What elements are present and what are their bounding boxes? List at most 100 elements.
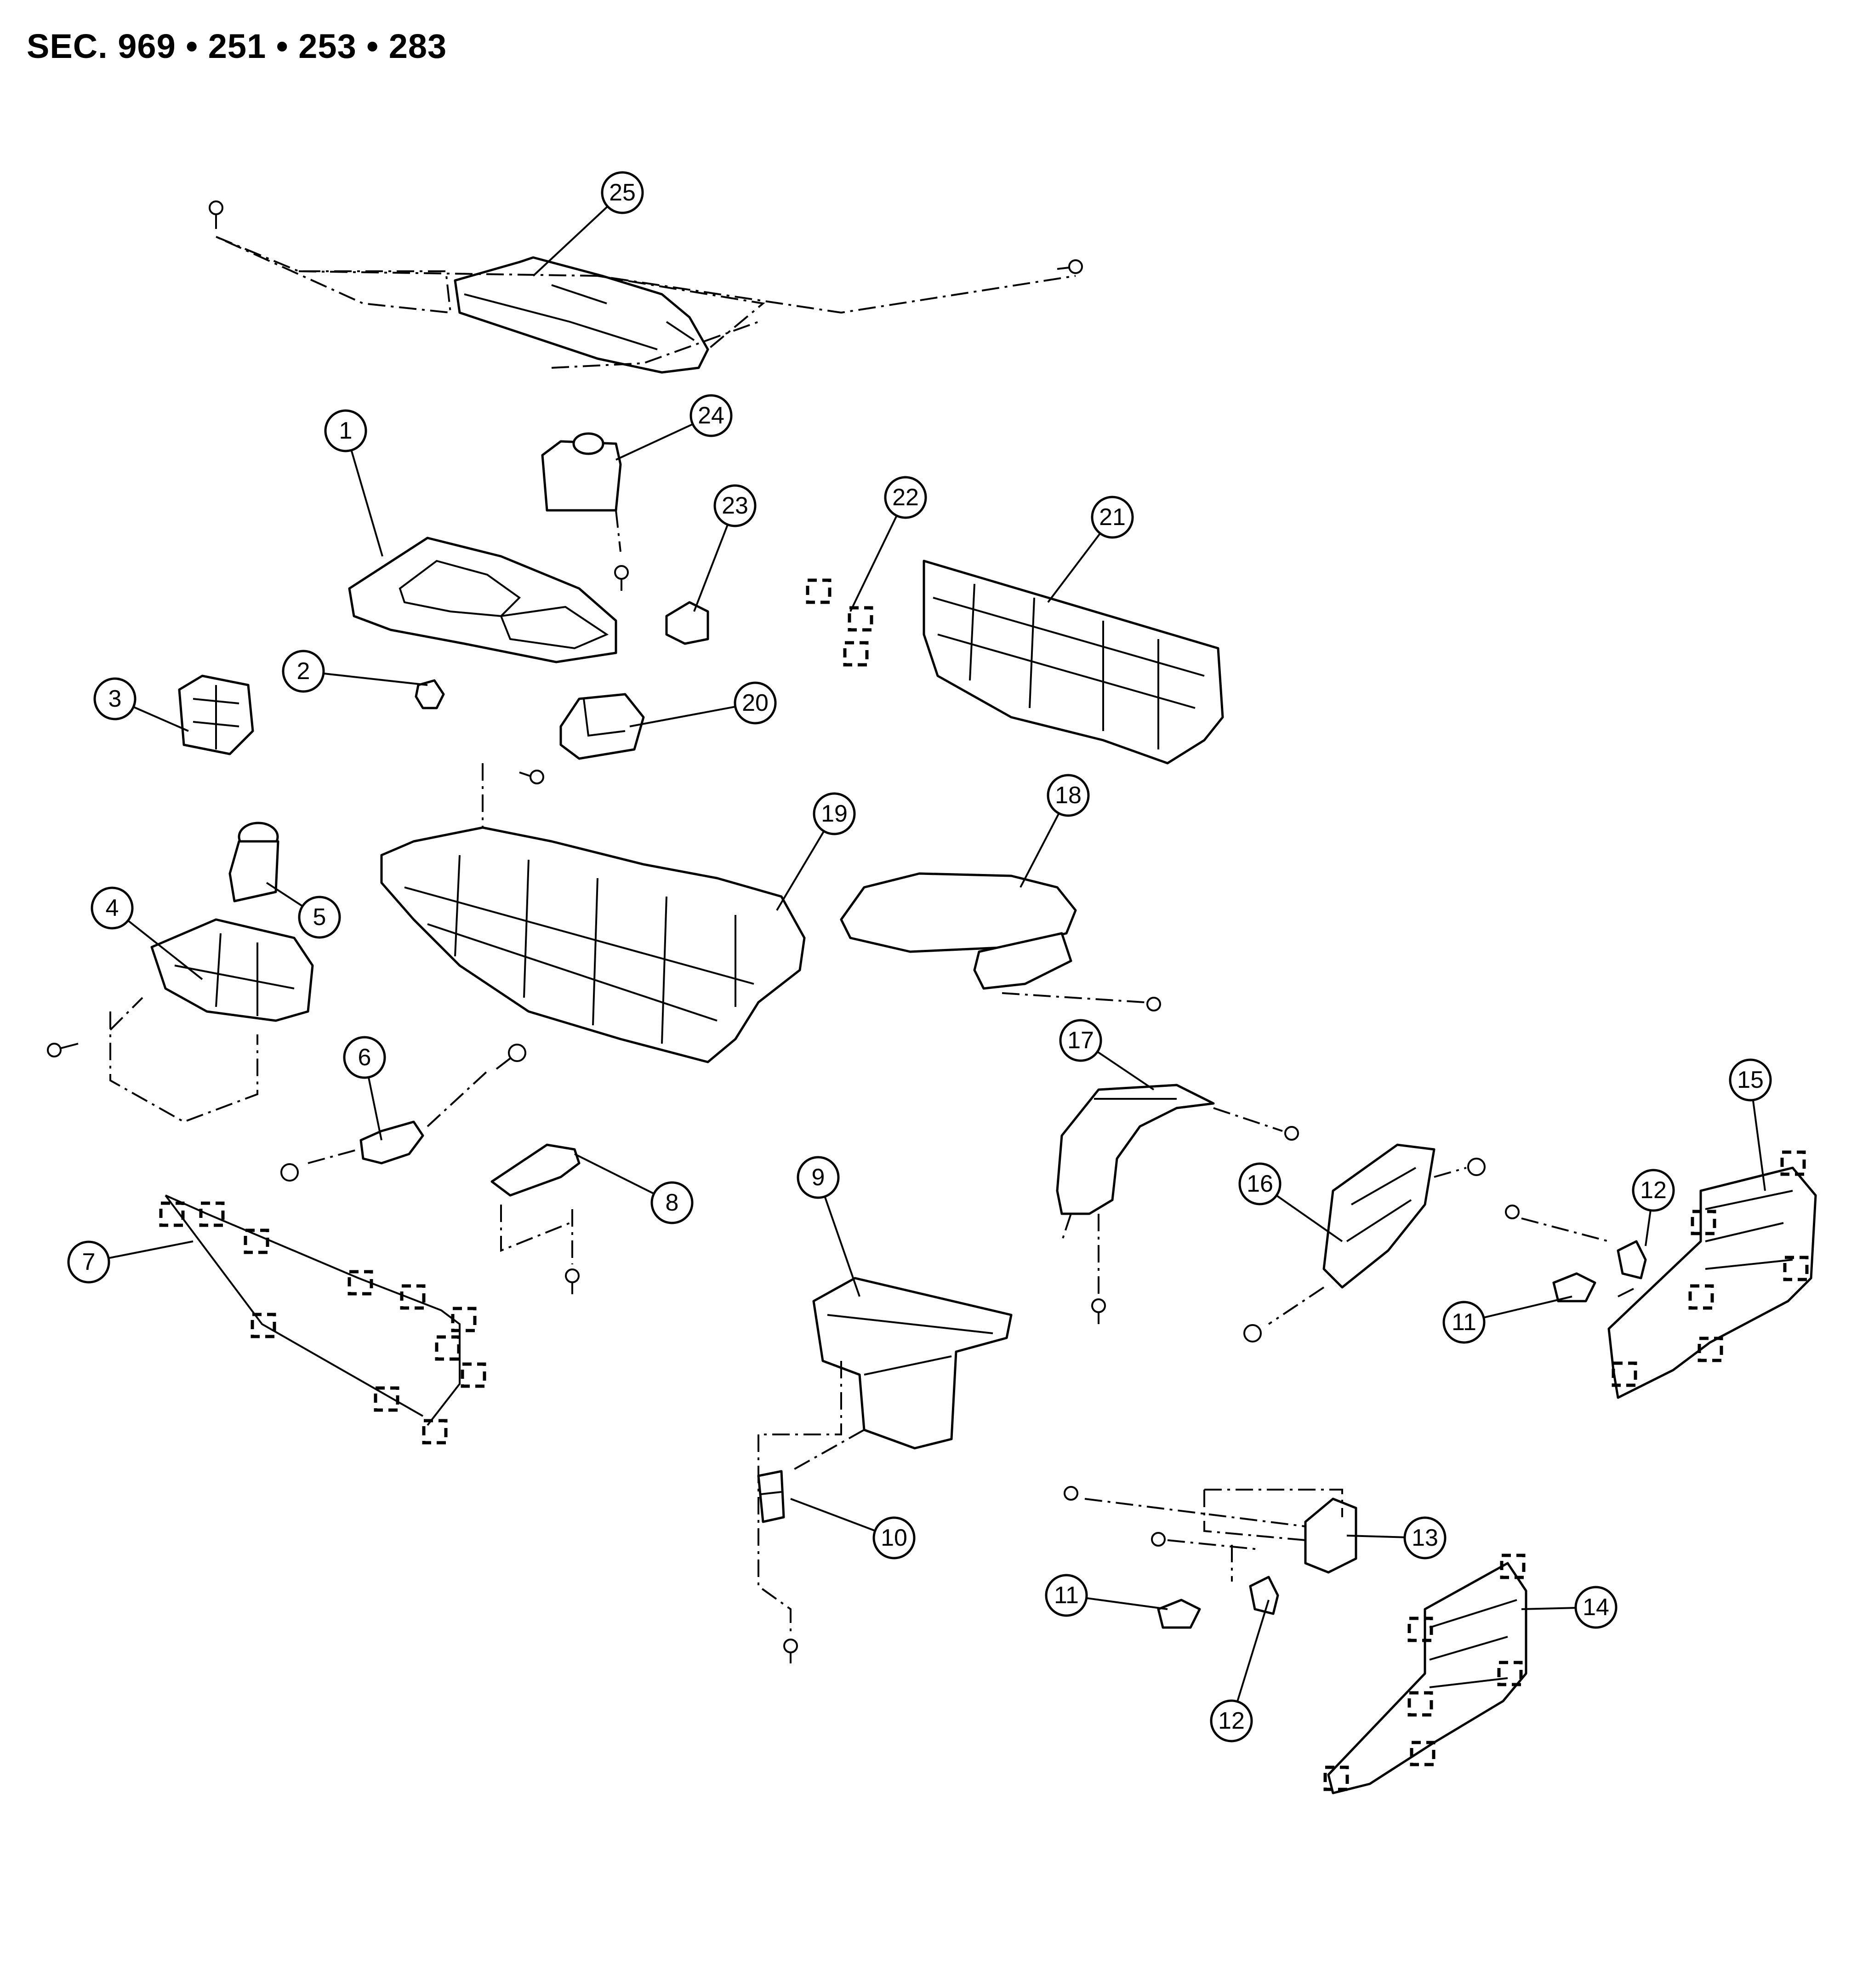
- callout-c4: 4: [91, 886, 134, 930]
- callout-c7: 7: [67, 1240, 110, 1284]
- part-20-switch: [559, 693, 645, 760]
- callout-circle: [1059, 1019, 1102, 1062]
- callout-circle: [1210, 1699, 1253, 1742]
- part-25-finisher: [216, 236, 1076, 374]
- screw-13-mid: [1151, 1532, 1166, 1547]
- part-12-clip-lower: [1231, 1545, 1279, 1615]
- part-9-storage-box: [758, 1277, 1013, 1637]
- callout-number: 15: [1737, 1067, 1764, 1093]
- part-23-bracket: [665, 601, 709, 645]
- part-3-switch-block: [178, 674, 254, 755]
- leader-line-c2: [323, 672, 428, 686]
- part-24-switch: [541, 432, 622, 552]
- callout-c9: 9: [797, 1156, 840, 1199]
- callout-number: 10: [881, 1525, 907, 1551]
- leader-line-c7: [108, 1240, 194, 1259]
- part-6-bracket: [308, 1070, 488, 1165]
- callout-circle: [343, 1036, 386, 1079]
- callout-number: 16: [1247, 1171, 1273, 1197]
- callout-number: 14: [1583, 1594, 1609, 1621]
- callout-c11b: 11: [1045, 1574, 1088, 1617]
- callout-number: 11: [1452, 1309, 1476, 1336]
- callout-c12a: 12: [1632, 1169, 1675, 1212]
- callout-number: 12: [1218, 1708, 1245, 1734]
- leader-line-c5: [266, 882, 303, 907]
- callout-circle: [298, 896, 341, 939]
- callout-number: 4: [106, 895, 119, 921]
- leader-line-c1: [350, 450, 383, 557]
- screw-4: [47, 1043, 79, 1057]
- section-title: SEC. 969 • 251 • 253 • 283: [27, 27, 447, 65]
- callout-c18: 18: [1047, 774, 1090, 817]
- callout-number: 5: [313, 904, 326, 931]
- callout-number: 23: [722, 492, 748, 519]
- part-12-clip-upper: [1617, 1240, 1647, 1280]
- leader-line-c18: [1020, 813, 1060, 888]
- part-8-bracket: [490, 1143, 581, 1264]
- callout-c11a: 11: [1442, 1301, 1486, 1344]
- callout-c17: 17: [1059, 1019, 1102, 1062]
- callout-circle: [1574, 1586, 1618, 1629]
- part-13-blower: [1084, 1489, 1357, 1574]
- leader-line-c12a: [1645, 1210, 1652, 1246]
- part-5-knob: [228, 822, 279, 903]
- part-17-duct: [1056, 1084, 1283, 1297]
- callout-number: 13: [1412, 1525, 1438, 1551]
- leader-line-c14: [1521, 1607, 1576, 1610]
- screw-25-left: [209, 200, 223, 229]
- screw-24: [614, 565, 629, 591]
- callout-number: 1: [339, 417, 353, 444]
- part-22-clips: [806, 578, 873, 667]
- leader-line-c8: [574, 1153, 655, 1195]
- part-11-clip-upper: [1552, 1272, 1596, 1302]
- leader-line-c11a: [1483, 1296, 1572, 1319]
- callout-circle: [1403, 1516, 1447, 1560]
- leader-line-c12b: [1236, 1600, 1270, 1702]
- callout-number: 12: [1640, 1177, 1667, 1204]
- callout-c19: 19: [813, 792, 856, 835]
- callout-number: 3: [108, 686, 122, 712]
- leader-line-c15: [1752, 1100, 1766, 1191]
- callout-circle: [650, 1181, 694, 1224]
- callout-c16: 16: [1238, 1162, 1282, 1205]
- part-11-clip-lower: [1157, 1599, 1201, 1629]
- part-18-armrest: [840, 872, 1145, 1003]
- callout-c8: 8: [650, 1181, 694, 1224]
- screw-16-bottom: [1243, 1324, 1262, 1342]
- callout-number: 17: [1067, 1027, 1094, 1054]
- screw-15: [1505, 1205, 1520, 1219]
- callout-circle: [67, 1240, 110, 1284]
- screw-6-left: [280, 1163, 299, 1182]
- leader-line-c25: [532, 206, 609, 277]
- part-10-bracket: [757, 1470, 785, 1523]
- callout-circle: [1045, 1574, 1088, 1617]
- part-14-rear-finisher: [1323, 1554, 1527, 1794]
- part-21-side-panel: [923, 560, 1224, 765]
- leader-line-c22: [849, 515, 898, 612]
- callout-circle: [1091, 496, 1134, 539]
- leader-line-c4: [127, 920, 203, 980]
- callout-circle: [1729, 1058, 1772, 1102]
- callout-c13: 13: [1403, 1516, 1447, 1560]
- screw-19: [530, 770, 544, 784]
- callout-number: 9: [812, 1164, 825, 1191]
- callout-circle: [282, 650, 325, 693]
- callout-number: 24: [698, 402, 724, 429]
- callout-number: 8: [666, 1189, 679, 1216]
- callout-c2: 2: [282, 650, 325, 693]
- callout-number: 2: [297, 658, 310, 685]
- callout-number: 19: [821, 800, 848, 827]
- leader-line-c24: [615, 423, 693, 461]
- callout-c24: 24: [689, 394, 733, 437]
- callout-c3: 3: [93, 677, 137, 720]
- callout-number: 11: [1054, 1582, 1079, 1609]
- callout-circle: [713, 484, 757, 527]
- callout-c10: 10: [872, 1516, 916, 1560]
- callout-circle: [1047, 774, 1090, 817]
- screw-17-bottom: [1091, 1298, 1106, 1324]
- callout-circle: [91, 886, 134, 930]
- screw-6-right: [496, 1044, 526, 1070]
- leader-line-c3: [133, 706, 189, 732]
